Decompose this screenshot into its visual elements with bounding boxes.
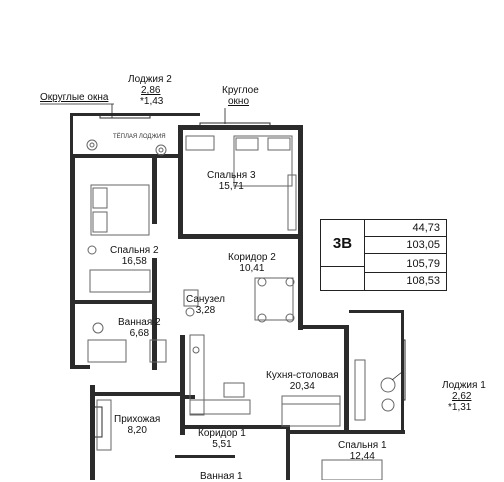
room-kitchen-dining-area: 20,34 [289,381,315,392]
room-sanuzel-area: 3,28 [195,305,216,316]
room-bedroom-2: Спальня 2 16,58 [110,245,159,267]
furniture [86,135,396,480]
round-window-label: Круглое [222,85,259,96]
room-entrance-hall-name: Прихожая [114,414,161,425]
round-window-label-2: окно [228,96,250,107]
leader-lines [40,103,403,381]
room-corridor-1: Коридор 1 5,51 [198,428,246,450]
windows [93,113,406,438]
room-bathroom-1-name: Ванная 1 [200,471,243,482]
apartment-code-blank [321,267,365,290]
loggia2-area: 2,86 [141,85,161,96]
apartment-code: 3В [321,220,365,267]
room-bedroom-3: Спальня 3 15,71 [207,170,256,192]
room-bedroom-3-area: 15,71 [218,181,244,192]
room-corridor-2-area: 10,41 [239,263,265,274]
room-bathroom-2-area: 6,68 [129,328,150,339]
room-bedroom-3-name: Спальня 3 [207,170,256,181]
room-bedroom-1: Спальня 1 12,44 [338,440,387,462]
spec-value-3: 105,79 [365,256,446,273]
warm-loggia-tag: ТЁПЛАЯ ЛОДЖИЯ [113,134,166,141]
room-corridor-1-name: Коридор 1 [198,428,246,439]
spec-value-1: 44,73 [365,220,446,237]
room-bathroom-1: Ванная 1 [200,471,243,482]
room-bedroom-1-name: Спальня 1 [338,440,387,451]
room-entrance-hall: Прихожая 8,20 [114,414,160,436]
loggia2-name: Лоджия 2 [128,74,172,85]
room-sanuzel-name: Санузел [186,294,225,305]
round-windows-label: Округлые окна [40,92,109,103]
room-kitchen-dining: Кухня-столовая 20,34 [266,370,339,392]
room-corridor-1-area: 5,51 [212,439,232,450]
room-bedroom-2-name: Спальня 2 [110,245,159,256]
loggia1-area: 2,62 [452,391,472,402]
loggia2-coef: *1,43 [140,96,164,107]
room-entrance-hall-area: 8,20 [127,425,147,436]
room-kitchen-dining-name: Кухня-столовая [266,370,339,381]
spec-value-4: 108,53 [406,275,440,287]
room-corridor-2-name: Коридор 2 [228,252,276,263]
loggia1-coef: *1,31 [448,402,472,413]
loggia1-name: Лоджия 1 [442,380,486,391]
room-corridor-2: Коридор 2 10,41 [228,252,276,274]
spec-value-2: 103,05 [365,237,446,254]
room-bathroom-2: Ванная 2 6,68 [118,317,161,339]
room-bedroom-2-area: 16,58 [121,256,147,267]
room-bathroom-2-name: Ванная 2 [118,317,161,328]
room-sanuzel: Санузел 3,28 [186,294,225,316]
area-spec-table: 3В 44,73 103,05 105,79 108,53 [320,219,447,291]
room-bedroom-1-area: 12,44 [349,451,375,462]
